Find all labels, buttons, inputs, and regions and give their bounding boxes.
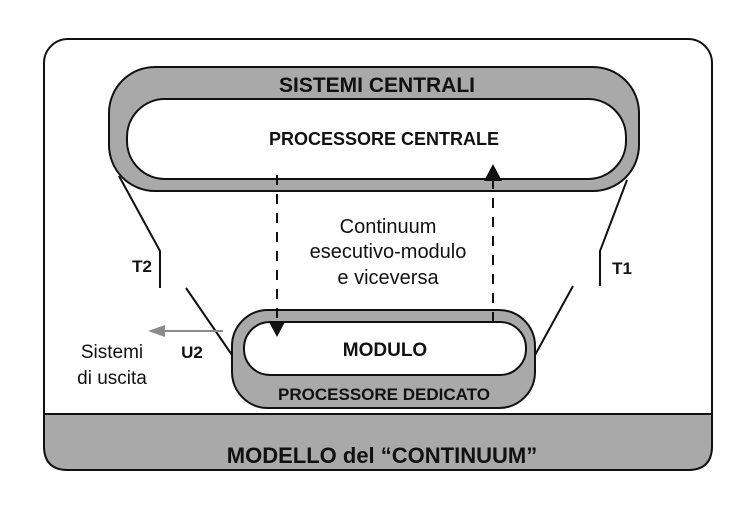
funnel-left-lower xyxy=(185,287,233,356)
funnel-lines xyxy=(118,175,628,356)
central-systems-label: SISTEMI CENTRALI xyxy=(279,74,475,97)
continuum-text-line3: e viceversa xyxy=(337,267,439,289)
central-systems-ring xyxy=(108,66,640,192)
u2-label: U2 xyxy=(181,343,203,362)
output-arrow-head xyxy=(148,325,165,337)
output-systems-line2: di uscita xyxy=(77,368,147,389)
arrow-down-head xyxy=(269,322,285,337)
model-title: MODELLO del “CONTINUUM” xyxy=(227,443,537,468)
funnel-right-upper xyxy=(599,179,628,286)
dedicated-processor-ring xyxy=(231,309,536,409)
frame-bottom-band xyxy=(43,413,713,471)
module-label: MODULO xyxy=(343,340,427,361)
dedicated-ring-inner xyxy=(243,321,527,376)
t1-label: T1 xyxy=(612,259,632,278)
output-arrow xyxy=(148,325,223,337)
continuum-text-line2: esecutivo-modulo xyxy=(310,241,467,263)
dedicated-processor-label: PROCESSORE DEDICATO xyxy=(278,385,490,404)
arrow-up-head xyxy=(484,164,502,181)
funnel-right-lower xyxy=(534,285,574,356)
t2-label: T2 xyxy=(132,257,152,276)
continuum-arrows xyxy=(269,164,502,337)
output-systems-line1: Sistemi xyxy=(81,342,143,363)
central-processor-label: PROCESSORE CENTRALE xyxy=(269,129,499,149)
central-ring-inner xyxy=(126,98,627,180)
funnel-left-upper xyxy=(118,175,161,288)
continuum-text-line1: Continuum xyxy=(340,216,437,238)
